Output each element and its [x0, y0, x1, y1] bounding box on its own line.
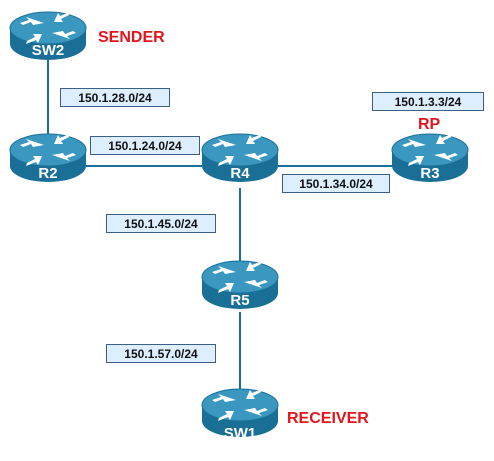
device-label: R4	[230, 165, 250, 182]
device-label: SW2	[32, 42, 65, 59]
device-r3: R3	[391, 133, 469, 183]
device-label: R3	[420, 165, 439, 182]
network-label-r3-loopback: 150.1.3.3/24	[372, 92, 484, 111]
role-label-receiver: RECEIVER	[287, 410, 369, 427]
network-label-r2-r4: 150.1.24.0/24	[90, 136, 200, 155]
network-label-r4-r5: 150.1.45.0/24	[106, 214, 216, 233]
network-label-r4-r3: 150.1.34.0/24	[282, 174, 390, 193]
network-label-r5-sw1: 150.1.57.0/24	[106, 344, 216, 363]
device-label: R5	[230, 292, 249, 309]
device-label: SW1	[224, 425, 257, 442]
device-r2: R2	[9, 133, 87, 183]
links	[47, 52, 393, 398]
device-r4: R4	[201, 133, 279, 183]
device-sw2: SW2	[9, 11, 87, 61]
device-r5: R5	[201, 260, 279, 310]
device-sw1: SW1	[201, 388, 279, 442]
network-label-sw2-r2: 150.1.28.0/24	[60, 88, 170, 107]
role-label-sender: SENDER	[98, 29, 165, 46]
device-label: R2	[38, 165, 57, 182]
role-label-rp: RP	[418, 116, 441, 133]
